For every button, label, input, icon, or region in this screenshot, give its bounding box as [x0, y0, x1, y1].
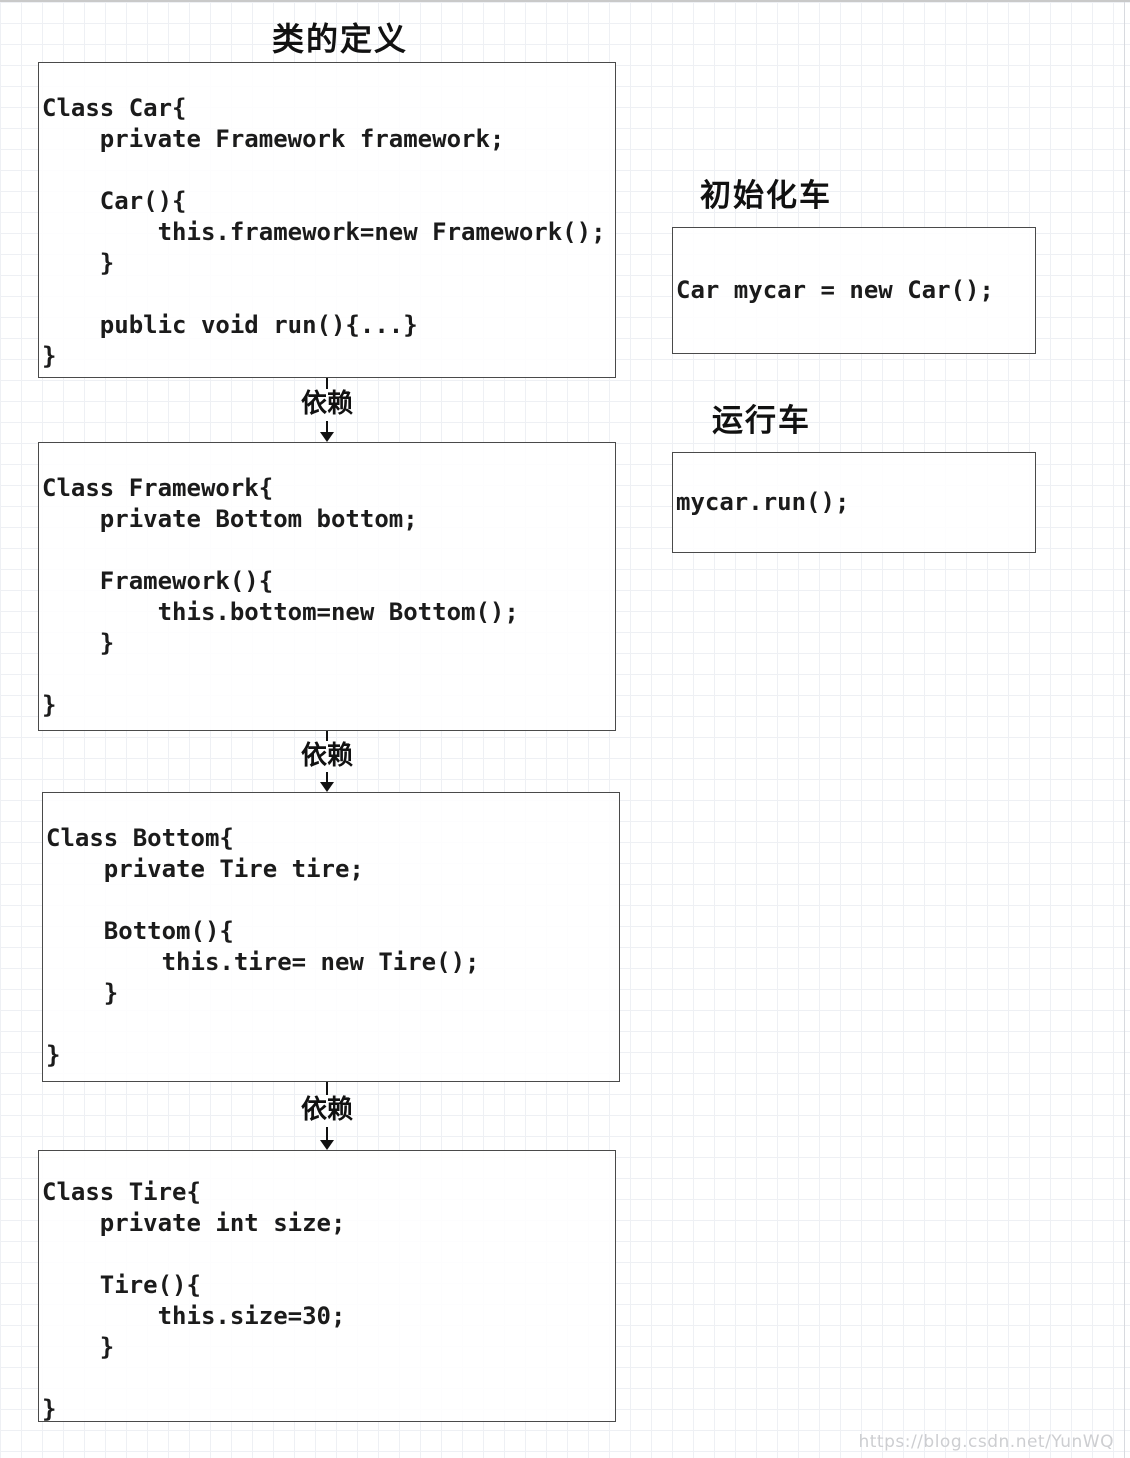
dependency-label: 依赖	[300, 740, 353, 771]
arrowhead-down-icon	[320, 782, 334, 793]
class-car-code: Class Car{ private Framework framework; …	[42, 94, 606, 370]
dependency-label: 依赖	[300, 389, 353, 420]
arrow-line-top	[326, 378, 328, 390]
class-box-tire: Class Tire{ private int size; Tire(){ th…	[38, 1150, 616, 1423]
dependency-arrow-framework-bottom: 依赖	[287, 731, 367, 793]
arrow-line-top	[326, 1082, 328, 1096]
arrow-line-bottom	[326, 420, 328, 433]
dependency-arrow-bottom-tire: 依赖	[287, 1082, 367, 1151]
arrow-line-top	[326, 731, 328, 741]
run-car-code: mycar.run();	[676, 488, 850, 516]
class-bottom-code: Class Bottom{ private Tire tire; Bottom(…	[46, 824, 480, 1069]
run-car-box: mycar.run();	[672, 452, 1036, 553]
watermark-url: https://blog.csdn.net/YunWQ	[858, 1432, 1114, 1452]
init-car-code: Car mycar = new Car();	[676, 276, 994, 304]
init-car-title: 初始化车	[700, 178, 832, 214]
dependency-label: 依赖	[300, 1095, 353, 1126]
init-car-box: Car mycar = new Car();	[672, 227, 1036, 354]
arrow-line-bottom	[326, 772, 328, 783]
class-box-bottom: Class Bottom{ private Tire tire; Bottom(…	[42, 792, 620, 1082]
class-framework-code: Class Framework{ private Bottom bottom; …	[42, 474, 519, 719]
class-tire-code: Class Tire{ private int size; Tire(){ th…	[42, 1178, 346, 1423]
class-box-car: Class Car{ private Framework framework; …	[38, 62, 616, 378]
page-right-edge-line	[1124, 2, 1125, 1458]
dependency-arrow-car-framework: 依赖	[287, 378, 367, 443]
arrowhead-down-icon	[320, 432, 334, 443]
arrowhead-down-icon	[320, 1140, 334, 1151]
diagram-title: 类的定义	[272, 20, 409, 58]
class-box-framework: Class Framework{ private Bottom bottom; …	[38, 442, 616, 731]
arrow-line-bottom	[326, 1126, 328, 1141]
run-car-title: 运行车	[712, 403, 811, 439]
